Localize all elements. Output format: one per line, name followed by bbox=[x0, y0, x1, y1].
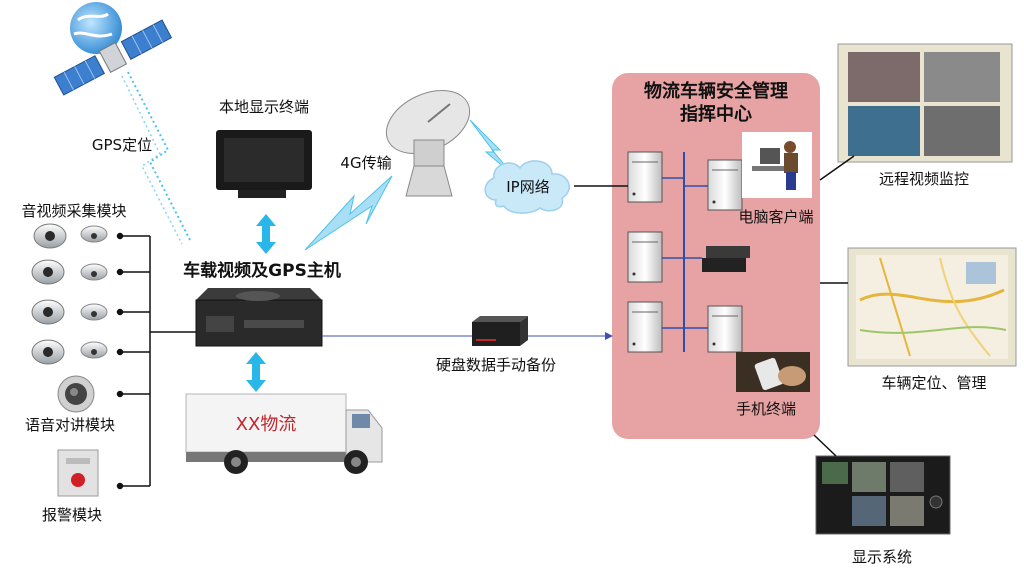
wireless-bolt bbox=[304, 175, 393, 251]
command-center-title-line1: 物流车辆安全管理 bbox=[644, 80, 788, 102]
remote-video-label: 远程视频监控 bbox=[879, 170, 969, 188]
hdd-backup-label: 硬盘数据手动备份 bbox=[436, 356, 556, 374]
monitor-icon bbox=[216, 130, 312, 198]
camera-icon bbox=[31, 259, 65, 285]
camera-icon bbox=[31, 299, 65, 325]
truck-icon bbox=[185, 393, 383, 474]
server-icon bbox=[707, 159, 743, 211]
display-system-screen bbox=[815, 455, 951, 535]
gps-position-label: GPS定位 bbox=[92, 136, 152, 154]
server-icon bbox=[627, 301, 663, 353]
camera-icon bbox=[33, 223, 67, 249]
vehicle-host-label: 车载视频及GPS主机 bbox=[183, 260, 341, 281]
av-capture-label: 音视频采集模块 bbox=[21, 202, 126, 220]
dish-antenna-icon bbox=[385, 90, 471, 197]
hdd-icon bbox=[472, 316, 528, 346]
cloud-icon bbox=[484, 160, 570, 214]
gps-beam bbox=[127, 71, 191, 241]
ip-network-label: IP网络 bbox=[506, 178, 549, 196]
voice-intercom-label: 语音对讲模块 bbox=[25, 416, 115, 434]
vehicle-location-label: 车辆定位、管理 bbox=[881, 374, 986, 392]
local-display-label: 本地显示终端 bbox=[219, 98, 309, 116]
network-switch-icon bbox=[702, 246, 750, 272]
server-icon bbox=[627, 151, 663, 203]
camera-icon bbox=[80, 225, 108, 243]
transmission-4g-label: 4G传输 bbox=[340, 154, 391, 172]
pc-operator-icon bbox=[742, 132, 812, 198]
command-center-title-line2: 指挥中心 bbox=[680, 103, 752, 125]
camera-icon bbox=[31, 339, 65, 365]
camera-icon bbox=[80, 341, 108, 359]
truck-brand-label: XX物流 bbox=[236, 414, 297, 435]
speaker-icon bbox=[57, 375, 95, 413]
mobile-terminal-label: 手机终端 bbox=[736, 400, 796, 418]
display-system-label: 显示系统 bbox=[852, 548, 912, 566]
remote-video-monitor bbox=[837, 43, 1013, 163]
pc-client-label: 电脑客户端 bbox=[738, 208, 813, 226]
satellite-icon bbox=[53, 2, 173, 96]
alarm-module-label: 报警模块 bbox=[42, 506, 102, 524]
server-icon bbox=[707, 305, 743, 353]
mobile-terminal-photo bbox=[736, 352, 810, 392]
camera-icon bbox=[80, 303, 108, 321]
double-arrow-vertical bbox=[246, 352, 266, 392]
camera-icon bbox=[80, 263, 108, 281]
double-arrow-vertical bbox=[256, 214, 276, 254]
vehicle-map-monitor bbox=[847, 247, 1017, 367]
alarm-button-icon bbox=[57, 449, 99, 497]
dvr-icon bbox=[195, 288, 323, 347]
server-icon bbox=[627, 231, 663, 283]
module-connectors bbox=[116, 232, 196, 490]
